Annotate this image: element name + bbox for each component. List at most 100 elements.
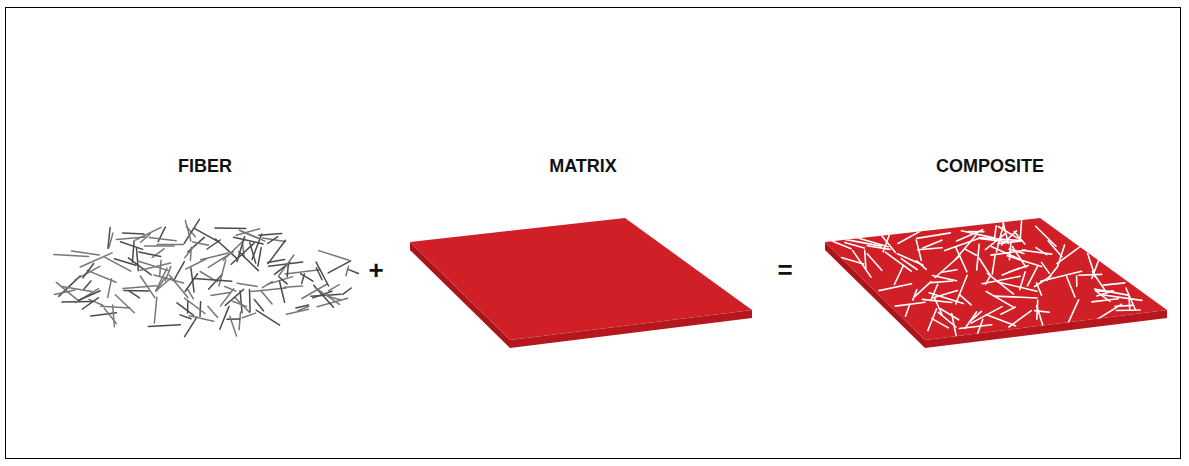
fiber-strand: [237, 283, 257, 286]
fiber-strand: [225, 287, 236, 292]
fiber-strand: [894, 265, 903, 284]
fiber-strand: [1092, 299, 1119, 302]
fiber-strand: [1035, 276, 1051, 286]
fiber-strand: [109, 233, 113, 248]
fiber-strand: [315, 287, 340, 304]
fiber-strand: [104, 308, 116, 323]
fiber-strand: [279, 255, 294, 276]
fiber-strand: [956, 247, 967, 272]
fiber-strand: [957, 230, 983, 241]
fiber-strand: [1092, 272, 1107, 293]
fiber-strand: [1079, 274, 1102, 276]
fiber-strand: [917, 233, 951, 239]
fiber-strand: [220, 306, 229, 329]
fiber-strand: [194, 278, 232, 281]
matrix-slab: [410, 218, 752, 348]
fiber-strand: [123, 233, 144, 234]
fiber-strand: [923, 240, 942, 248]
fiber-strand: [108, 279, 112, 298]
fiber-strand: [123, 286, 156, 289]
fiber-strand: [287, 265, 288, 277]
fiber-strand: [1035, 311, 1050, 313]
fiber-strand: [242, 232, 261, 239]
fiber-strand: [994, 296, 1037, 298]
fiber-strand: [1009, 311, 1031, 327]
fiber-strand: [62, 287, 92, 292]
fiber-strand: [145, 245, 175, 247]
fiber-strand: [154, 297, 156, 323]
fiber-strand: [901, 259, 917, 270]
fiber-strand: [140, 276, 155, 298]
fiber-strand: [1128, 296, 1130, 309]
fiber-strand: [832, 241, 851, 249]
fiber-strand: [865, 250, 866, 269]
fiber-strand: [240, 291, 242, 313]
fiber-strand: [185, 220, 191, 241]
fiber-strand: [992, 255, 995, 274]
fiber-strand: [343, 288, 352, 294]
fiber-strand: [128, 258, 151, 275]
fiber-strand: [922, 299, 952, 302]
fiber-strand: [1103, 283, 1125, 285]
fiber-strand: [1042, 262, 1050, 273]
fiber-strand: [129, 291, 139, 298]
operator-sign: =: [777, 255, 792, 286]
fiber-strand: [121, 242, 143, 250]
fiber-strand: [194, 228, 219, 242]
composite-slab: [825, 213, 1167, 348]
fiber-strand: [207, 240, 220, 249]
fiber-strand: [931, 281, 953, 283]
fiber-strand: [329, 285, 340, 291]
fiber-strand: [319, 251, 349, 261]
fiber-strand: [347, 269, 358, 273]
fiber-strand: [280, 281, 285, 302]
fiber-strand: [169, 275, 188, 298]
fiber-strand: [997, 224, 1004, 252]
fiber-strand: [174, 262, 185, 281]
fiber-strand: [259, 233, 282, 235]
fiber-strand: [906, 305, 910, 316]
fiber-strand: [977, 244, 980, 270]
fiber-strand: [931, 284, 938, 300]
fiber-strand: [105, 257, 131, 271]
fiber-strand: [201, 253, 228, 260]
fiber-strand: [971, 307, 1002, 324]
fiber-strand: [1020, 272, 1025, 290]
fiber-strand: [84, 281, 91, 289]
fiber-strand: [945, 238, 981, 251]
fiber-strand: [915, 282, 931, 297]
fiber-strand: [1002, 220, 1008, 244]
fiber-strand: [959, 325, 991, 329]
fiber-strand: [186, 259, 206, 269]
fiber-strand: [1036, 226, 1056, 246]
fiber-strand: [897, 254, 923, 265]
fiber-strand: [72, 251, 100, 255]
fiber-strand: [940, 309, 959, 320]
fiber-strand: [956, 275, 968, 304]
fiber-strand: [913, 290, 917, 300]
fiber-strand: [177, 303, 194, 316]
fiber-strand: [211, 293, 230, 296]
fiber-strand: [233, 301, 247, 306]
fiber-strand: [80, 253, 112, 267]
fiber-strand: [215, 227, 246, 229]
fiber-strand: [918, 248, 943, 250]
fiber-strand: [1020, 213, 1022, 237]
column-title: COMPOSITE: [936, 156, 1044, 177]
fiber-strand: [980, 239, 1007, 242]
fiber-strand: [137, 249, 139, 271]
fiber-strand: [296, 305, 309, 308]
fiber-strand: [346, 266, 349, 276]
fiber-strand: [932, 319, 949, 328]
fiber-strand: [154, 275, 184, 283]
fiber-strand: [124, 290, 149, 292]
fiber-strand: [138, 261, 169, 271]
fiber-strand: [1067, 277, 1075, 297]
fiber-strand: [250, 243, 256, 264]
fiber-strand: [225, 289, 244, 305]
fiber-strand: [268, 237, 278, 244]
fiber-strand: [191, 268, 194, 292]
fiber-pile: [54, 219, 359, 336]
fiber-strand: [986, 315, 1016, 326]
